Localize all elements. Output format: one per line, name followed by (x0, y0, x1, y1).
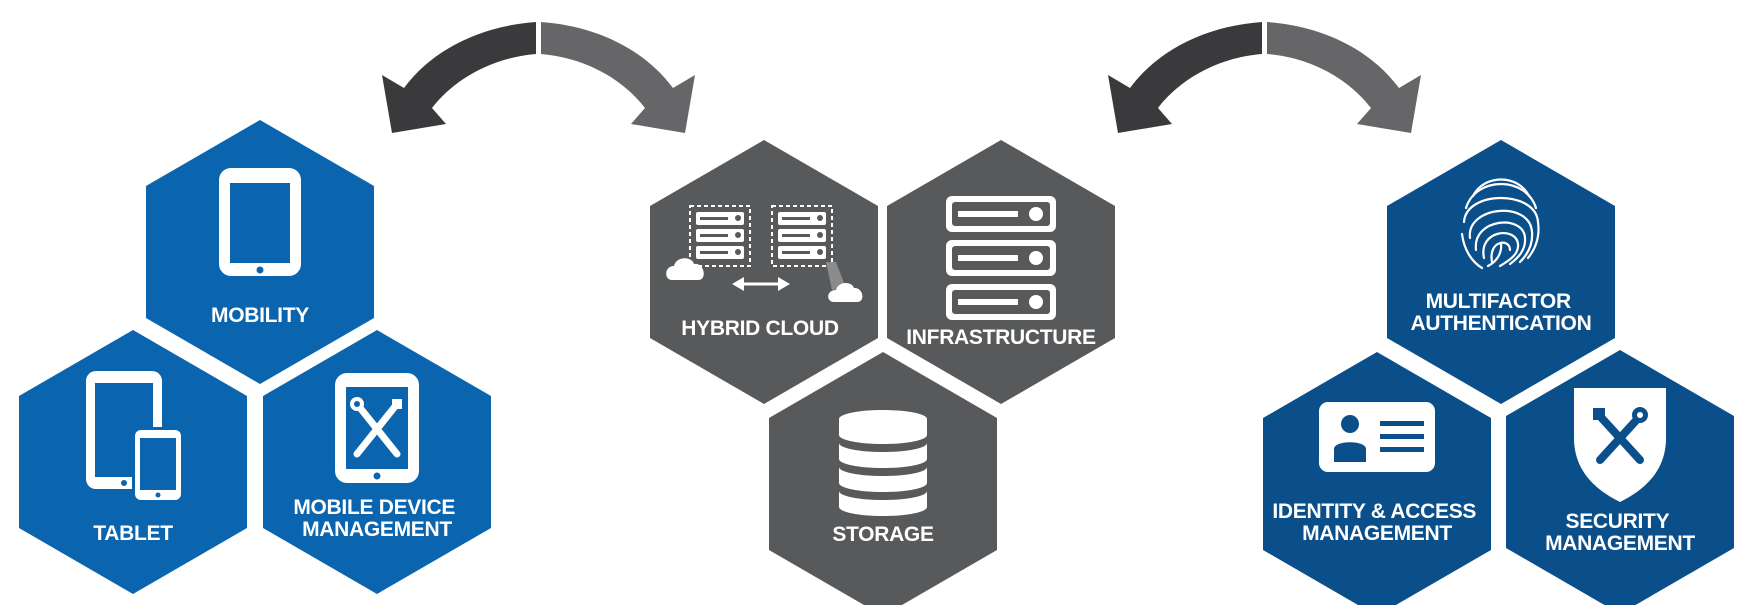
hex-mdm[interactable]: MOBILE DEVICE MANAGEMENT (263, 330, 491, 594)
arrow-right-half (1267, 22, 1421, 133)
arrow-mobility-cloud (382, 22, 695, 133)
hex-secmgmt-label-line1: SECURITY (1566, 510, 1670, 533)
hex-infrastructure[interactable]: INFRASTRUCTURE (887, 140, 1115, 404)
arrow-left-half (1108, 22, 1262, 133)
hex-secmgmt[interactable]: SECURITY MANAGEMENT (1506, 350, 1734, 605)
devices-icon (86, 371, 184, 503)
hex-mdm-label-line2: MANAGEMENT (302, 518, 452, 541)
hex-storage[interactable]: STORAGE (769, 352, 997, 605)
shield-tools-icon (1574, 388, 1666, 502)
arrow-left-half (382, 22, 536, 133)
tablet-tools-icon (335, 373, 419, 483)
hex-infrastructure-label-line1: INFRASTRUCTURE (906, 326, 1096, 349)
database-icon (839, 410, 927, 516)
hex-infrastructure-label: INFRASTRUCTURE (906, 326, 1096, 349)
group-cloud: HYBRID CLOUD INFRASTRUCTURE (650, 140, 1115, 605)
fingerprint-icon (1460, 178, 1540, 270)
hex-iam-label: IDENTITY & ACCESS MANAGEMENT (1272, 500, 1481, 545)
hex-iam[interactable]: IDENTITY & ACCESS MANAGEMENT (1263, 352, 1491, 605)
hex-mobility[interactable]: MOBILITY (146, 120, 374, 384)
id-card-icon (1319, 402, 1435, 472)
hex-mfa-label-line1: MULTIFACTOR (1426, 290, 1571, 313)
hex-secmgmt-label: SECURITY MANAGEMENT (1545, 510, 1695, 555)
hybrid-cloud-icon (666, 205, 863, 302)
hex-hybrid-label-line1: HYBRID CLOUD (681, 317, 839, 340)
group-mobility: MOBILITY TABLET (19, 120, 491, 594)
hex-tablet[interactable]: TABLET (19, 330, 247, 594)
hex-secmgmt-label-line2: MANAGEMENT (1545, 532, 1695, 555)
hex-storage-label: STORAGE (832, 523, 934, 546)
hex-mfa-label-line2: AUTHENTICATION (1411, 312, 1592, 335)
hex-mdm-label: MOBILE DEVICE MANAGEMENT (293, 496, 460, 541)
hex-mobility-label: MOBILITY (211, 304, 309, 327)
hex-tablet-label: TABLET (93, 522, 173, 545)
server-rack-icon (946, 196, 1056, 320)
hex-mfa-shape (1387, 140, 1615, 404)
group-security: MULTIFACTOR AUTHENTICATION IDENTITY & AC… (1263, 140, 1734, 605)
hex-hybrid-label: HYBRID CLOUD (681, 317, 839, 340)
hex-iam-shape (1263, 352, 1491, 605)
hex-tablet-label-line1: TABLET (93, 522, 173, 545)
hex-iam-label-line1: IDENTITY & ACCESS (1272, 500, 1476, 523)
hex-mfa-label: MULTIFACTOR AUTHENTICATION (1411, 290, 1592, 335)
hex-storage-label-line1: STORAGE (832, 523, 934, 546)
tablet-icon (219, 168, 301, 276)
arrow-cloud-security (1108, 22, 1421, 133)
hex-mdm-label-line1: MOBILE DEVICE (293, 496, 455, 519)
hex-mfa[interactable]: MULTIFACTOR AUTHENTICATION (1387, 140, 1615, 404)
hex-iam-label-line2: MANAGEMENT (1302, 522, 1452, 545)
hex-hybrid[interactable]: HYBRID CLOUD (650, 140, 878, 404)
arrow-right-half (541, 22, 695, 133)
hex-mobility-label-line1: MOBILITY (211, 304, 309, 327)
